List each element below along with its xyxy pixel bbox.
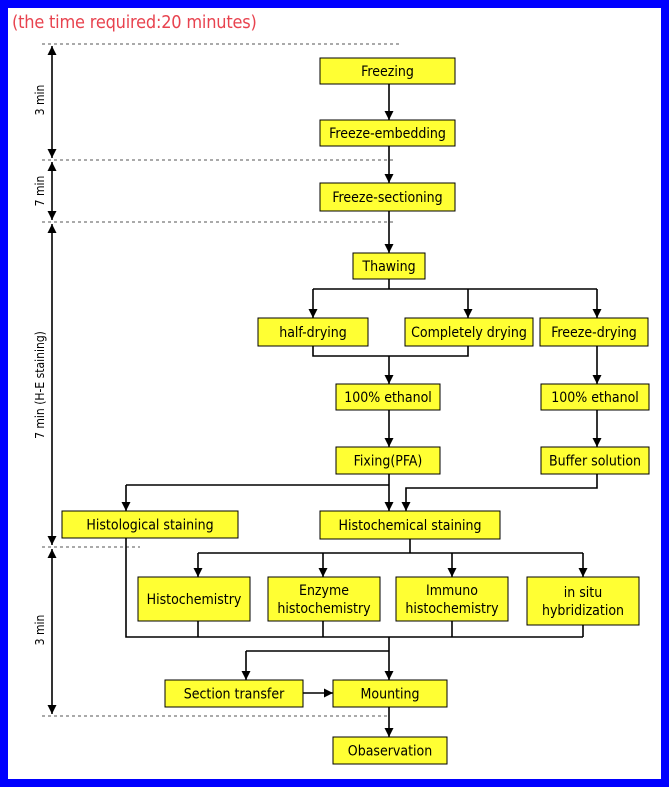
step-thawing: Thawing <box>352 252 426 280</box>
timeline-label: 3 min <box>33 85 47 116</box>
step-freeze-sectioning: Freeze-sectioning <box>319 182 456 212</box>
step-freeze-embedding: Freeze-embedding <box>319 119 456 147</box>
step-label: Thawing <box>361 259 415 275</box>
step-ethanol-left: 100% ethanol <box>335 383 441 411</box>
timeline-label-bg <box>31 174 49 208</box>
step-buffer: Buffer solution <box>540 446 650 475</box>
step-immuno: Immuno histochemistry <box>395 576 509 622</box>
step-label: Immuno <box>426 583 478 599</box>
step-label: Enzyme <box>299 583 349 599</box>
timeline-label-bg <box>31 330 49 440</box>
step-label: Buffer solution <box>549 454 641 470</box>
step-mounting: Mounting <box>332 679 448 708</box>
step-label: Freeze-embedding <box>329 126 446 142</box>
step-histological: Histological staining <box>61 510 239 539</box>
step-observation: Obaservation <box>332 736 448 765</box>
step-label: Histochemical staining <box>339 518 482 534</box>
step-label: in situ <box>564 585 602 601</box>
step-freezing: Freezing <box>319 57 456 85</box>
step-label: half-drying <box>279 325 347 341</box>
step-label: histochemistry <box>405 601 499 617</box>
step-label: Freeze-drying <box>551 325 637 341</box>
diagram-title: (the time required:20 minutes) <box>12 12 257 33</box>
step-label: Histological staining <box>86 518 213 534</box>
step-half-drying: half-drying <box>257 317 369 347</box>
step-label: Completely drying <box>411 325 527 341</box>
step-enzyme: Enzyme histochemistry <box>267 576 381 622</box>
step-label: Obaservation <box>348 744 432 760</box>
step-insitu: in situ hybridization <box>526 576 640 626</box>
step-ethanol-right: 100% ethanol <box>540 383 650 411</box>
step-label: hybridization <box>542 603 624 619</box>
timeline-label: 7 min (H-E staining) <box>33 331 47 439</box>
process-steps: FreezingFreeze-embeddingFreeze-sectionin… <box>61 57 650 765</box>
step-section-transfer: Section transfer <box>164 679 304 708</box>
connector-line <box>312 346 469 357</box>
connector-line <box>125 538 583 638</box>
step-label: Histochemistry <box>147 592 242 608</box>
step-fixing: Fixing(PFA) <box>335 446 441 475</box>
arrow <box>401 474 598 511</box>
step-label: Freeze-sectioning <box>332 190 442 206</box>
step-label: Mounting <box>361 687 420 703</box>
step-label: 100% ethanol <box>344 390 432 406</box>
step-histochemical: Histochemical staining <box>319 510 501 540</box>
step-freeze-drying: Freeze-drying <box>539 317 649 347</box>
step-label: 100% ethanol <box>551 390 639 406</box>
timeline-label-bg <box>31 613 49 647</box>
timeline-label-bg <box>31 83 49 117</box>
timeline: 3 min 7 min 7 min (H-E staining) 3 min <box>31 46 57 714</box>
step-label: Fixing(PFA) <box>354 454 423 470</box>
timeline-label: 3 min <box>33 615 47 646</box>
connectors <box>121 84 602 737</box>
step-label: Freezing <box>361 64 414 80</box>
timeline-label: 7 min <box>33 176 47 207</box>
step-histochemistry: Histochemistry <box>137 576 251 622</box>
step-label: histochemistry <box>277 601 371 617</box>
step-completely-drying: Completely drying <box>404 317 534 347</box>
phase-dividers <box>42 43 400 717</box>
step-label: Section transfer <box>184 687 285 703</box>
